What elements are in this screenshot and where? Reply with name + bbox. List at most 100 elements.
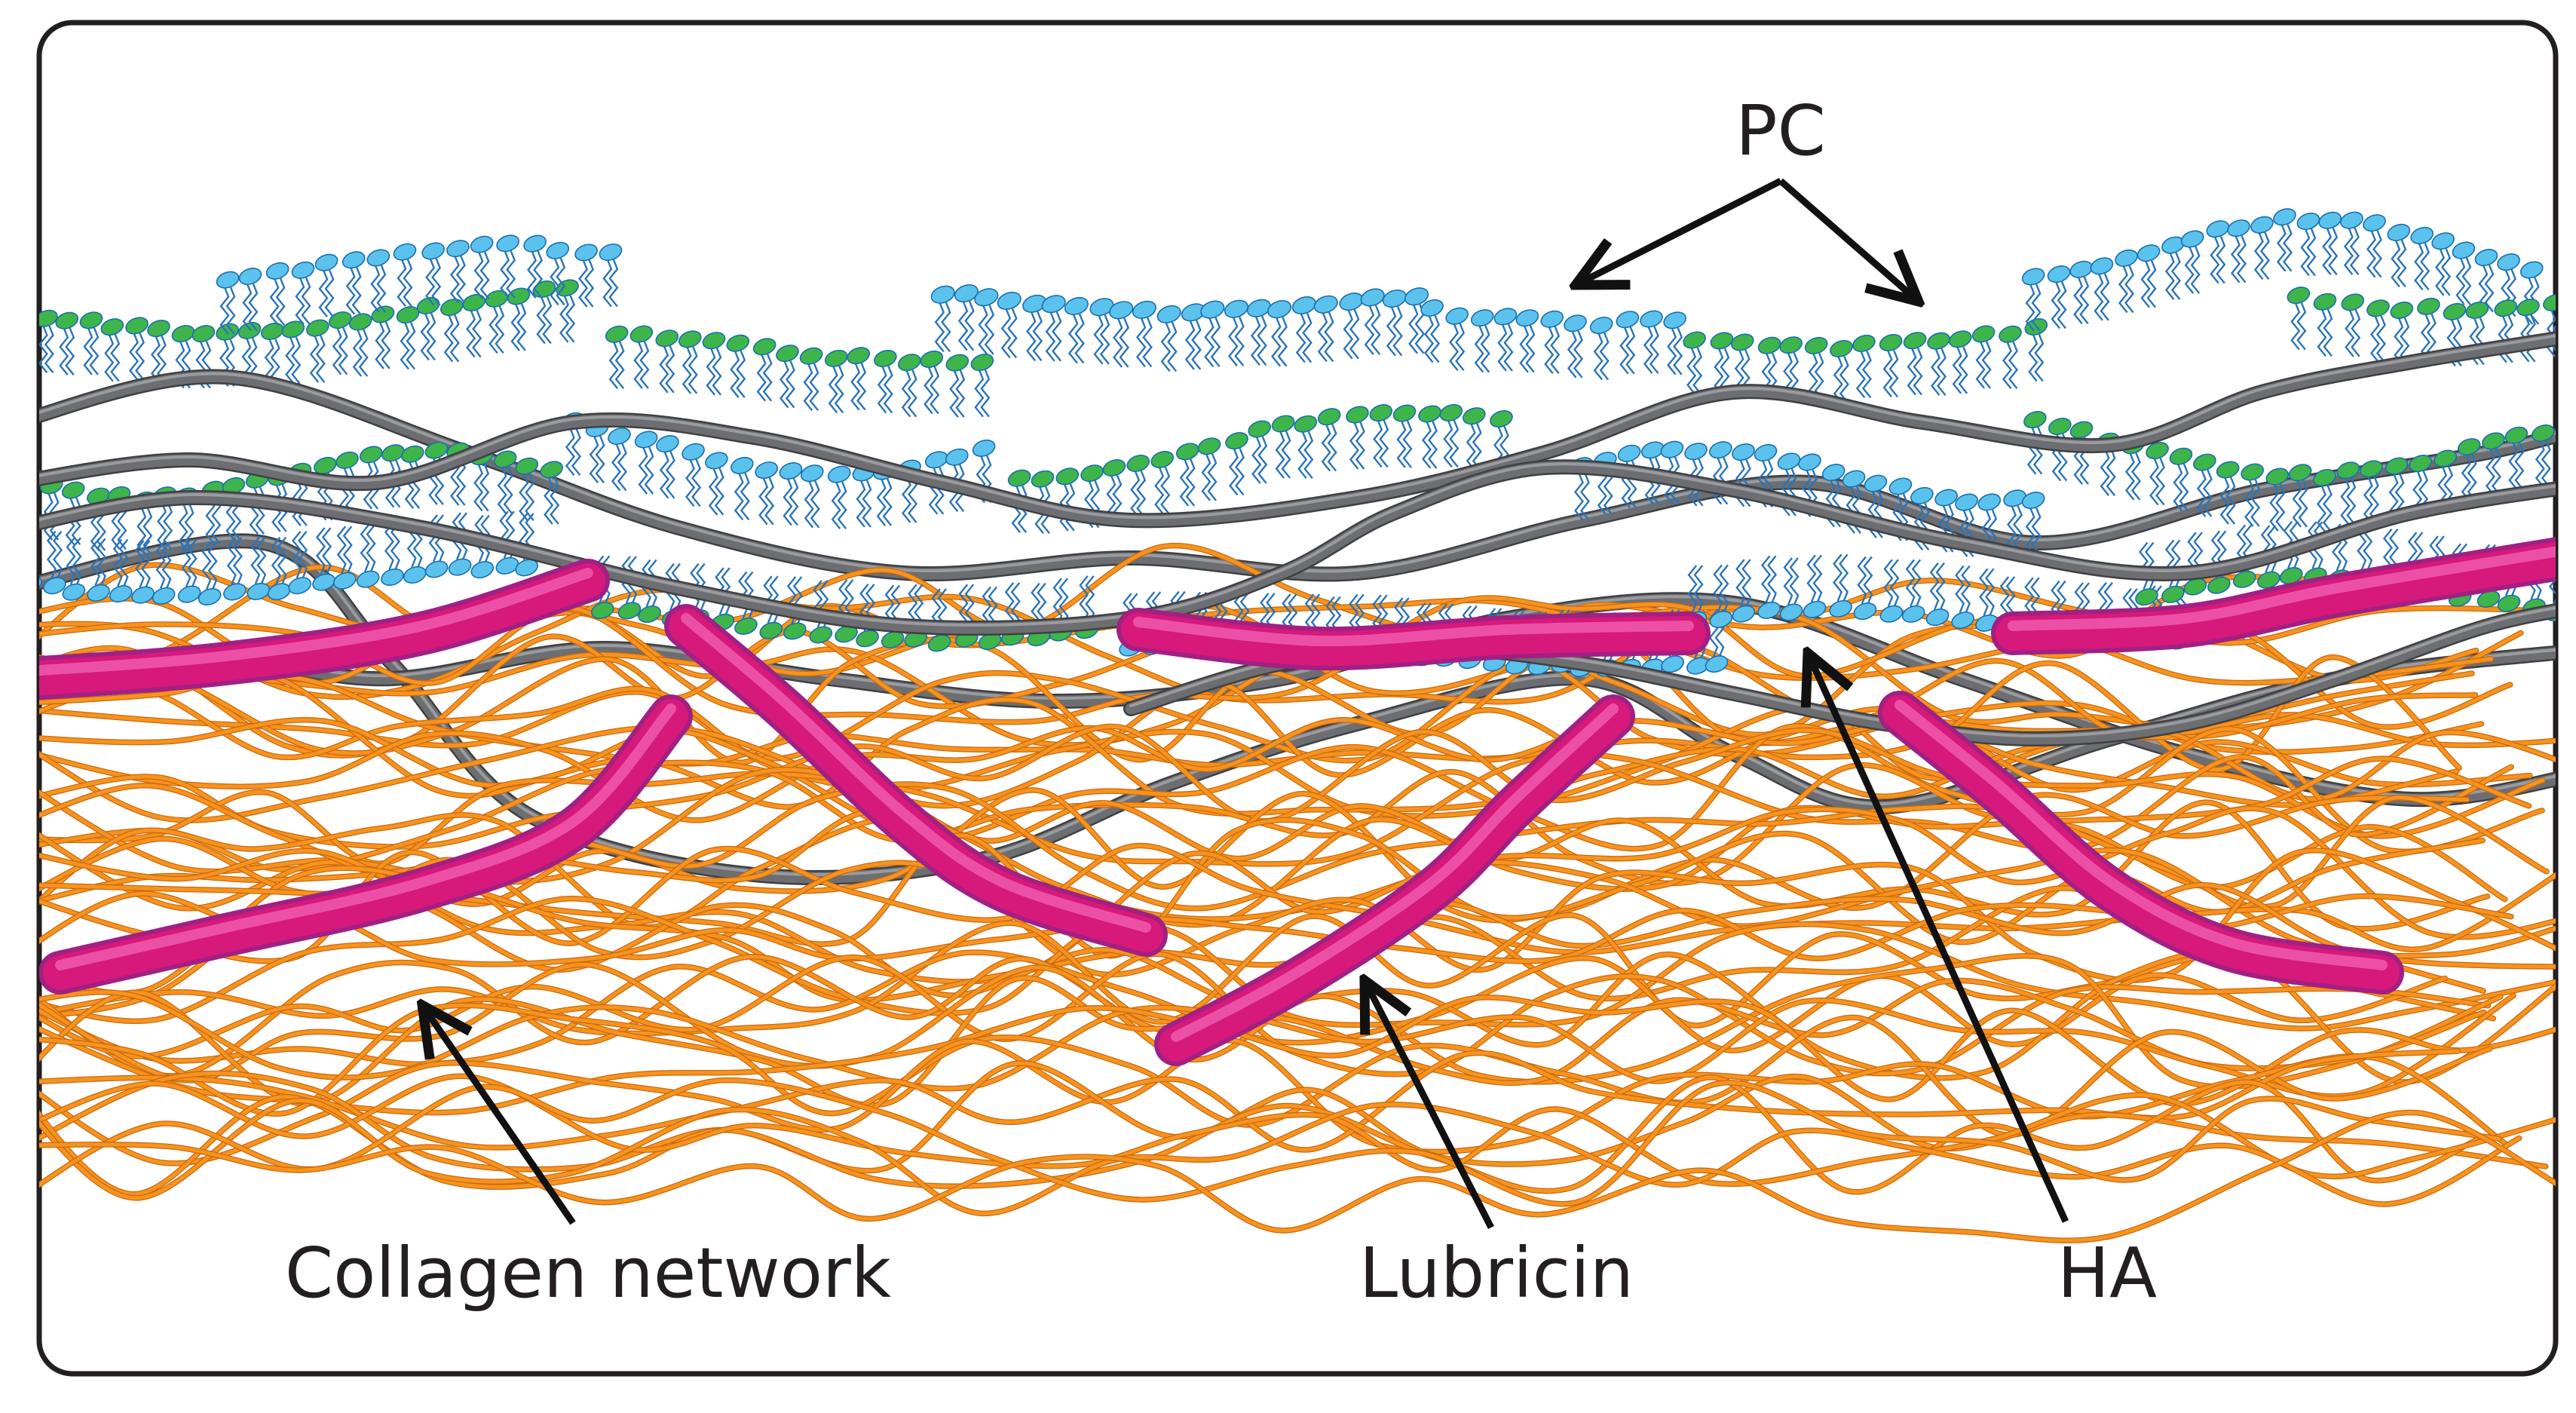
collagen-fibre (39, 651, 2461, 772)
pc-lipid (1382, 289, 1407, 357)
pc-lipid (329, 311, 352, 375)
pc-lipid (2047, 265, 2071, 329)
pc-lipid (1200, 300, 1225, 367)
pc-lipid (1420, 299, 1444, 363)
pc-lipid (1903, 332, 1927, 396)
pc-lipid (1339, 293, 1364, 360)
collagen-fibre (39, 724, 2544, 854)
pc-lipid (1404, 287, 1429, 354)
pc-lipid (1589, 317, 1613, 381)
lubricin-rod (1121, 612, 1706, 667)
pc-lipid (39, 309, 58, 373)
pc-lipid (1248, 420, 1272, 484)
pc-lipid (291, 261, 315, 326)
lubricin-molecules (39, 536, 2556, 1066)
pc-lipid (2313, 469, 2336, 533)
pc-lipid (2180, 230, 2204, 294)
pc-lipid (515, 513, 539, 577)
pc-lipid (1150, 450, 1175, 515)
pc-lipid (546, 241, 570, 306)
pc-lipid (874, 349, 897, 414)
collagen-fibre (39, 1049, 2460, 1152)
pc-lipid (446, 240, 470, 304)
pc-lipid (2288, 464, 2312, 528)
pc-lipid (1392, 404, 1417, 468)
pc-lipid (755, 461, 778, 526)
pc-lipid (705, 452, 728, 516)
pc-lipid (752, 338, 776, 402)
pc-lipid (2336, 461, 2360, 526)
pc-lipid (779, 462, 803, 526)
ha-strand (39, 326, 2556, 526)
pc-lipid (1132, 300, 1156, 368)
pc-lipid (2003, 489, 2026, 553)
pc-lipid (281, 320, 305, 385)
pc-lipid (152, 541, 176, 605)
pc-lipid (1830, 339, 1853, 404)
pc-lipid (1564, 314, 1587, 379)
pc-lipid (634, 431, 658, 495)
pc-lipid (1842, 470, 1866, 534)
pc-lipid (2296, 213, 2320, 277)
pc-lipid (2227, 219, 2250, 284)
pc-lipid (1470, 309, 1494, 373)
collagen-fibre (39, 671, 2532, 808)
pc-lipid (1663, 311, 1686, 375)
pc-lipid (424, 514, 449, 578)
pc-lipid (348, 313, 372, 377)
pc-lipid (306, 319, 329, 383)
pc-lipid (930, 285, 955, 353)
pc-lipid (1445, 307, 1469, 371)
pc-lipid (2532, 424, 2555, 489)
pc-lipid (1369, 404, 1393, 468)
pc-lipid (356, 524, 380, 588)
pc-lipid (87, 538, 110, 602)
pc-lipid (1999, 325, 2022, 390)
pc-lipid (1732, 559, 1756, 623)
label-lubricin: Lubricin (1359, 1233, 1634, 1313)
pc-lipid (2193, 453, 2216, 517)
pc-lipid (824, 349, 848, 414)
pc-lipid (416, 296, 440, 361)
ha-strand (39, 461, 2556, 634)
pc-lipid (799, 347, 823, 411)
pc-lipid (1055, 467, 1080, 532)
pc-lipid (726, 334, 750, 398)
pc-lipid (776, 345, 799, 409)
pc-lipid (381, 522, 404, 586)
pc-lipid (1197, 437, 1221, 501)
pc-lipid (827, 465, 851, 529)
pc-lipid (731, 456, 754, 521)
pc-lipid (2366, 299, 2390, 363)
collagen-fibre (39, 718, 2459, 823)
label-collagen: Collagen network (285, 1233, 892, 1313)
pc-lipid (1779, 557, 1803, 621)
pc-lipid (574, 244, 598, 308)
pc-lipid (997, 291, 1022, 359)
pc-lipid (515, 457, 539, 522)
pc-lipid (496, 234, 519, 299)
pc-lipid (1346, 406, 1369, 470)
pc-lipid (43, 530, 66, 595)
pc-lipid (2216, 461, 2240, 525)
pc-lipid (2504, 426, 2529, 490)
lubricin-rod (1996, 541, 2556, 651)
pc-lipid (2069, 260, 2094, 325)
collagen-arrow (422, 1005, 576, 1225)
pc-lipid (881, 584, 905, 648)
pc-lipid (1757, 555, 1781, 619)
pc-lipid (267, 536, 291, 601)
pc-lipid (523, 234, 547, 299)
pc-lipid (62, 537, 86, 601)
pc-lipid (2390, 301, 2414, 366)
collagen-fibre (39, 1094, 2522, 1215)
pc-lipid (2273, 208, 2296, 272)
pc-lipid (1360, 288, 1385, 355)
pc-lipid (1418, 405, 1441, 469)
pc-lipid (109, 538, 133, 603)
pc-lipid (332, 526, 357, 590)
lubricin-rod (1159, 699, 1631, 1062)
pc-lipid (2287, 287, 2311, 351)
pc-lipid (1777, 452, 1801, 516)
pc-lipid (974, 288, 999, 355)
